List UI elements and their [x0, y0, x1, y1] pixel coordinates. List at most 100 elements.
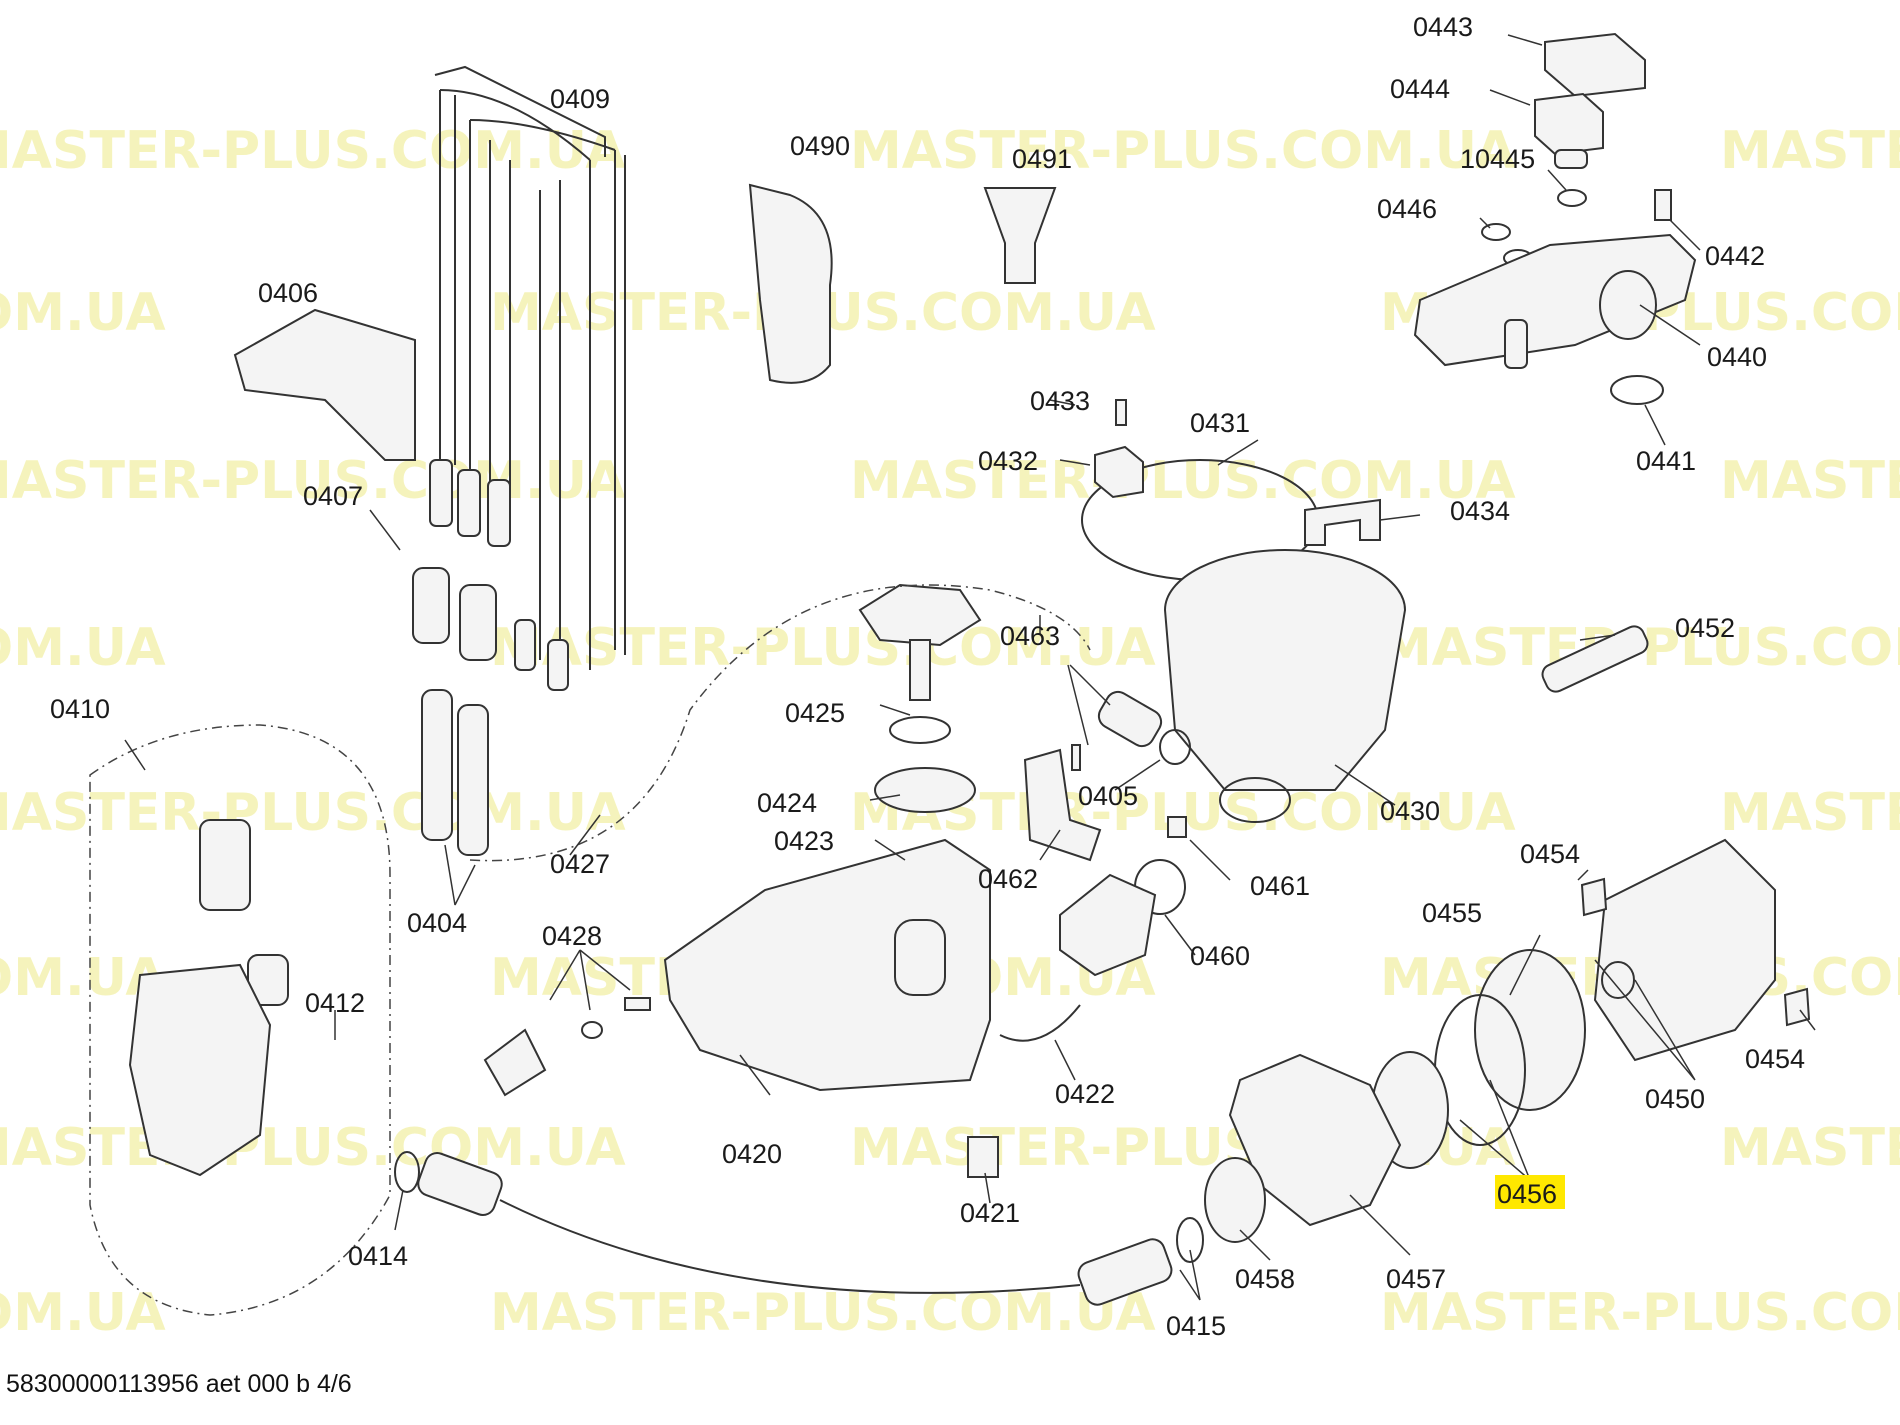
callout-0462[interactable]: 0462 [978, 864, 1038, 894]
watermark: MASTER-PLUS.COM.UA [490, 618, 1156, 678]
drawing-cover [233, 308, 416, 461]
drawing-water-softener [663, 838, 991, 1092]
drawing-pump-cover [1228, 1053, 1402, 1227]
drawing-spring-clip [999, 1004, 1081, 1042]
drawing-bracket-small [1580, 877, 1608, 917]
callout-0455[interactable]: 0455 [1422, 898, 1482, 928]
callout-0446[interactable]: 0446 [1377, 194, 1437, 224]
callout-0410[interactable]: 0410 [50, 694, 110, 724]
watermark: MASTER-PLUS.COM.UA [1380, 1283, 1900, 1343]
drawing-clip-small [1167, 816, 1187, 838]
watermark: MASTER-PLUS.COM.UA [0, 783, 626, 843]
drawing-damper [1541, 625, 1649, 693]
callout-0415[interactable]: 0415 [1166, 1311, 1226, 1341]
drawing-pump-housing [1474, 949, 1586, 1111]
callout-0457[interactable]: 0457 [1386, 1264, 1446, 1294]
callout-0454-bottom[interactable]: 0454 [1745, 1044, 1805, 1074]
drawing-sump [1163, 549, 1407, 791]
callout-0424[interactable]: 0424 [757, 788, 817, 818]
callout-0434[interactable]: 0434 [1450, 496, 1510, 526]
callout-0461[interactable]: 0461 [1250, 871, 1310, 901]
callout-0463[interactable]: 0463 [1000, 621, 1060, 651]
watermark: MASTER-PLUS.COM.UA [0, 283, 166, 343]
drawing-disc [874, 767, 976, 813]
drawing-ring-seal [1204, 1157, 1266, 1243]
drawing-o-ring [1159, 729, 1191, 765]
callout-0441[interactable]: 0441 [1636, 446, 1696, 476]
callout-0414[interactable]: 0414 [348, 1241, 408, 1271]
callout-0427[interactable]: 0427 [550, 849, 610, 879]
drawing-motor [1593, 838, 1776, 1062]
callout-10445[interactable]: 10445 [1460, 144, 1535, 174]
drawing-salt-funnel [983, 187, 1057, 284]
drawing-hose [1077, 1238, 1173, 1306]
drawing-hose-path [469, 584, 1091, 862]
drawing-rinse-aid-funnel [748, 183, 833, 384]
drawing-plate [967, 1136, 999, 1178]
drawing-sleeve [412, 567, 450, 644]
drawing-clip [1304, 498, 1381, 546]
callout-0404[interactable]: 0404 [407, 908, 467, 938]
drawing-heater-sensor [1059, 873, 1157, 977]
drawing-screw [1115, 399, 1127, 426]
callout-0452[interactable]: 0452 [1675, 613, 1735, 643]
callout-0428[interactable]: 0428 [542, 921, 602, 951]
callout-0421[interactable]: 0421 [960, 1198, 1020, 1228]
watermark: MASTER-PLUS.COM.UA [1720, 451, 1900, 511]
watermark: MASTER-PLUS.COM.UA [0, 1283, 166, 1343]
drawing-shaft [909, 639, 931, 701]
callout-0406[interactable]: 0406 [258, 278, 318, 308]
callout-0430[interactable]: 0430 [1380, 796, 1440, 826]
watermark: MASTER-PLUS.COM.UA [1720, 121, 1900, 181]
drawing-seal-ring [1601, 961, 1635, 999]
drawing-float [199, 819, 251, 911]
callout-0440[interactable]: 0440 [1707, 342, 1767, 372]
drawing-spring-hose-short [1097, 690, 1163, 748]
drawing-reference-number: 58300000113956 aet 000 b 4/6 [6, 1370, 352, 1398]
callout-0425[interactable]: 0425 [785, 698, 845, 728]
drawing-group-outline [89, 724, 391, 1316]
callout-0442[interactable]: 0442 [1705, 241, 1765, 271]
drawing-aquastop-valve [128, 963, 272, 1177]
callout-0422[interactable]: 0422 [1055, 1079, 1115, 1109]
watermark: MASTER-PLUS.COM.UA [490, 1283, 1156, 1343]
callout-0405[interactable]: 0405 [1078, 781, 1138, 811]
callout-0444[interactable]: 0444 [1390, 74, 1450, 104]
leader-lines [124, 34, 1816, 1301]
callout-0420[interactable]: 0420 [722, 1139, 782, 1169]
callout-0460[interactable]: 0460 [1190, 941, 1250, 971]
highlight-marker [1495, 1175, 1565, 1209]
drawing-holder [1023, 748, 1102, 862]
watermark: MASTER-PLUS.COM.UA [0, 121, 626, 181]
callout-0443[interactable]: 0443 [1413, 12, 1473, 42]
callout-0490[interactable]: 0490 [790, 131, 850, 161]
callout-0407[interactable]: 0407 [303, 481, 363, 511]
callout-0409[interactable]: 0409 [550, 84, 610, 114]
callout-0423[interactable]: 0423 [774, 826, 834, 856]
drawing-nut [858, 583, 982, 647]
drawing-bracket [1094, 445, 1144, 499]
watermark: MASTER-PLUS.COM.UA [1720, 1118, 1900, 1178]
callout-0412[interactable]: 0412 [305, 988, 365, 1018]
watermark: MASTER-PLUS.COM.UA [1720, 783, 1900, 843]
drawing-valve-small [483, 1028, 547, 1097]
callout-0431[interactable]: 0431 [1190, 408, 1250, 438]
callout-0432[interactable]: 0432 [978, 446, 1038, 476]
drawing-sleeve [459, 584, 497, 661]
drawing-screw [1071, 744, 1081, 771]
callout-0456[interactable]: 0456 [1497, 1179, 1557, 1209]
drawing-salt-cap [894, 919, 946, 996]
callout-0491[interactable]: 0491 [1012, 144, 1072, 174]
drawing-valve-assembly [1413, 32, 1697, 405]
callout-0433[interactable]: 0433 [1030, 386, 1090, 416]
drawing-connecting-hose [499, 1199, 1081, 1294]
drawing-o-ring [581, 1021, 603, 1039]
drawing-spring-hose [421, 689, 453, 841]
callout-0454-top[interactable]: 0454 [1520, 839, 1580, 869]
watermark: MASTER-PLUS.COM.UA [0, 618, 166, 678]
callout-0450[interactable]: 0450 [1645, 1084, 1705, 1114]
drawing-o-ring [394, 1151, 420, 1193]
drawing-hose [417, 1152, 503, 1216]
callout-0458[interactable]: 0458 [1235, 1264, 1295, 1294]
